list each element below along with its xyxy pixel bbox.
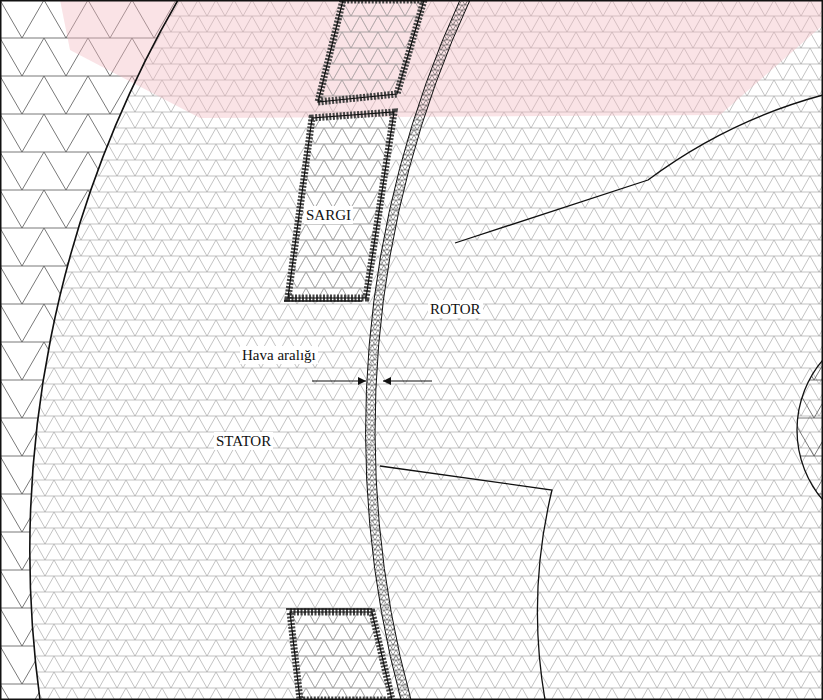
rotor-pole-flank — [380, 466, 552, 700]
stator-outer-arc — [30, 0, 178, 700]
shaft-circle — [797, 322, 823, 538]
winding-box — [318, 0, 424, 102]
air-gap-band — [366, 0, 470, 700]
part-label: SARGI — [304, 206, 353, 224]
part-label: Hava aralığı — [240, 346, 318, 364]
part-label: STATOR — [214, 432, 273, 450]
rotor-outline — [380, 95, 823, 700]
winding-box — [288, 112, 394, 298]
winding-outline — [290, 612, 392, 700]
rotor-pole-flank — [455, 95, 823, 243]
part-label: ROTOR — [428, 300, 483, 318]
slot-edge — [286, 608, 372, 609]
iron-mesh — [30, 0, 823, 700]
winding-outline — [318, 0, 424, 102]
winding-outline — [288, 112, 394, 298]
air-gap-arrow — [312, 380, 366, 381]
winding-box — [290, 612, 392, 700]
slot-edge — [284, 300, 362, 301]
air-gap-arrow — [383, 380, 432, 381]
